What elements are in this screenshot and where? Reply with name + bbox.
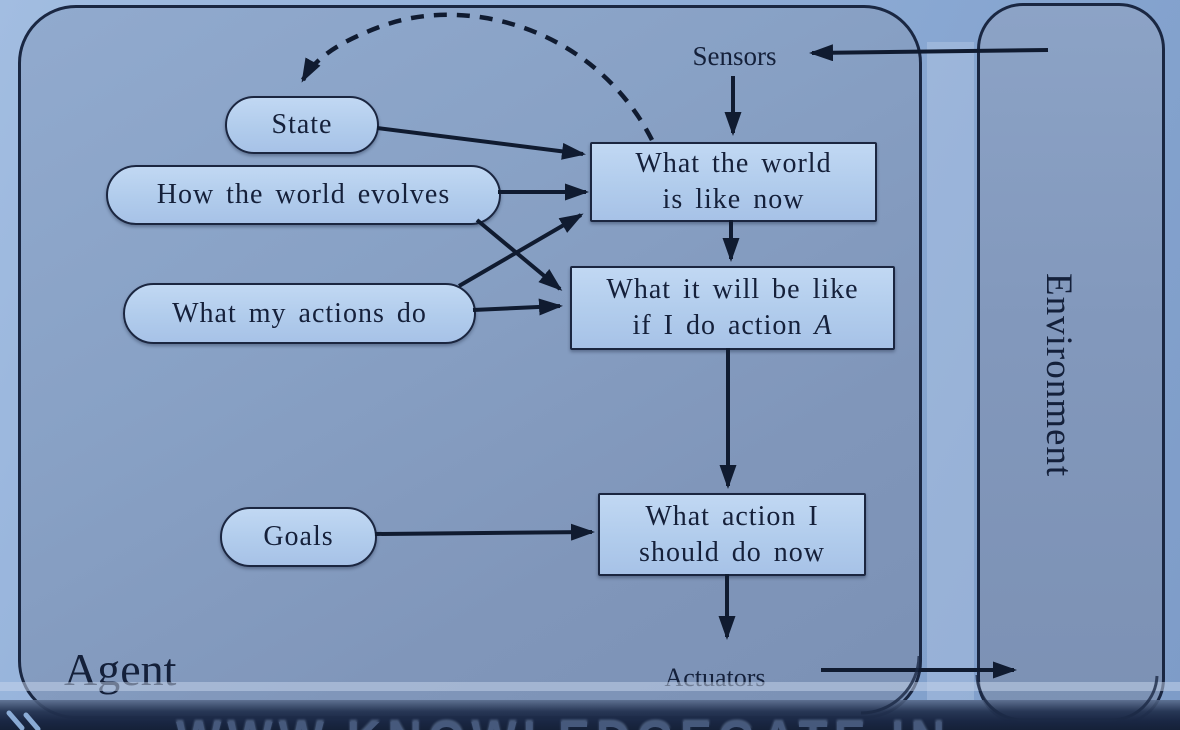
- watermark-text: WWW.KNOWLEDGEGATE.IN: [176, 712, 951, 730]
- world-is-like-now-line1: What the world: [635, 148, 832, 179]
- state-node: State: [225, 96, 379, 154]
- what-it-will-be-like-line2: if I do action A: [633, 308, 833, 344]
- what-action-box: What action I should do now: [598, 493, 866, 576]
- what-my-actions-do-label: What my actions do: [172, 297, 427, 329]
- state-node-label: State: [271, 109, 333, 140]
- what-my-actions-do-node: What my actions do: [123, 283, 476, 344]
- video-scan-stripe: [0, 682, 1180, 691]
- world-is-like-now-box: What the world is like now: [590, 142, 877, 222]
- how-world-evolves-label: How the world evolves: [156, 179, 451, 210]
- what-action-line1: What action I: [645, 500, 819, 532]
- will-be-line2-variable: A: [814, 310, 833, 341]
- agent-environment-gap: [927, 42, 974, 700]
- what-it-will-be-like-box: What it will be like if I do action A: [570, 266, 895, 350]
- environment-container-box: [977, 3, 1165, 725]
- sensors-label: Sensors: [692, 41, 777, 71]
- will-be-line2-text: if I do action: [632, 310, 803, 341]
- how-world-evolves-node: How the world evolves: [106, 165, 501, 225]
- watermark-band: WWW.KNOWLEDGEGATE.IN: [0, 700, 1180, 730]
- what-it-will-be-like-line1: What it will be like: [606, 274, 859, 305]
- environment-label: Environment: [1038, 272, 1079, 478]
- world-is-like-now-line2: is like now: [662, 184, 805, 215]
- goals-node: Goals: [220, 507, 377, 567]
- goals-node-label: Goals: [263, 521, 334, 552]
- agent-container-box: [18, 5, 922, 719]
- what-action-line2: should do now: [639, 536, 825, 568]
